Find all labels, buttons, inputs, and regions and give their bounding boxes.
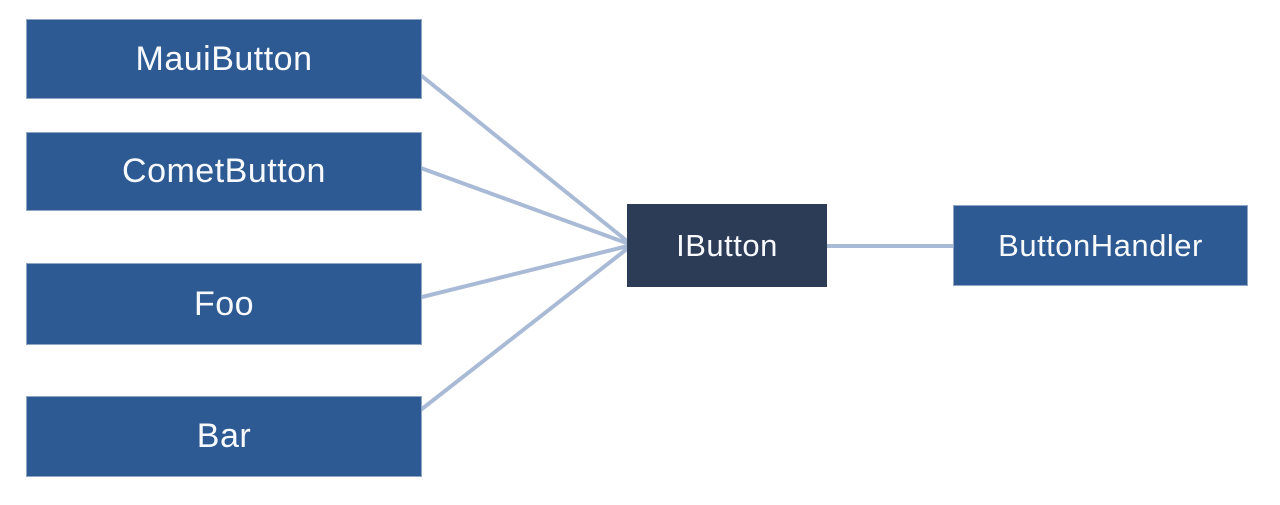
node-ibutton: IButton	[627, 204, 827, 287]
node-mauibutton: MauiButton	[26, 19, 422, 99]
node-cometbutton: CometButton	[26, 132, 422, 211]
node-foo-label: Foo	[193, 284, 255, 323]
node-bar-label: Bar	[196, 417, 252, 455]
node-buttonhandler-label: ButtonHandler	[998, 227, 1203, 263]
edge-mauibutton-ibutton	[416, 71, 634, 247]
node-foo: Foo	[26, 263, 422, 345]
node-bar: Bar	[26, 396, 422, 477]
edge-cometbutton-ibutton	[417, 165, 633, 247]
edge-foo-ibutton	[417, 243, 633, 300]
edge-bar-ibutton	[416, 243, 634, 414]
node-mauibutton-label: MauiButton	[135, 39, 313, 78]
node-ibutton-label: IButton	[676, 227, 778, 263]
node-cometbutton-label: CometButton	[122, 152, 326, 190]
node-buttonhandler: ButtonHandler	[953, 205, 1248, 286]
